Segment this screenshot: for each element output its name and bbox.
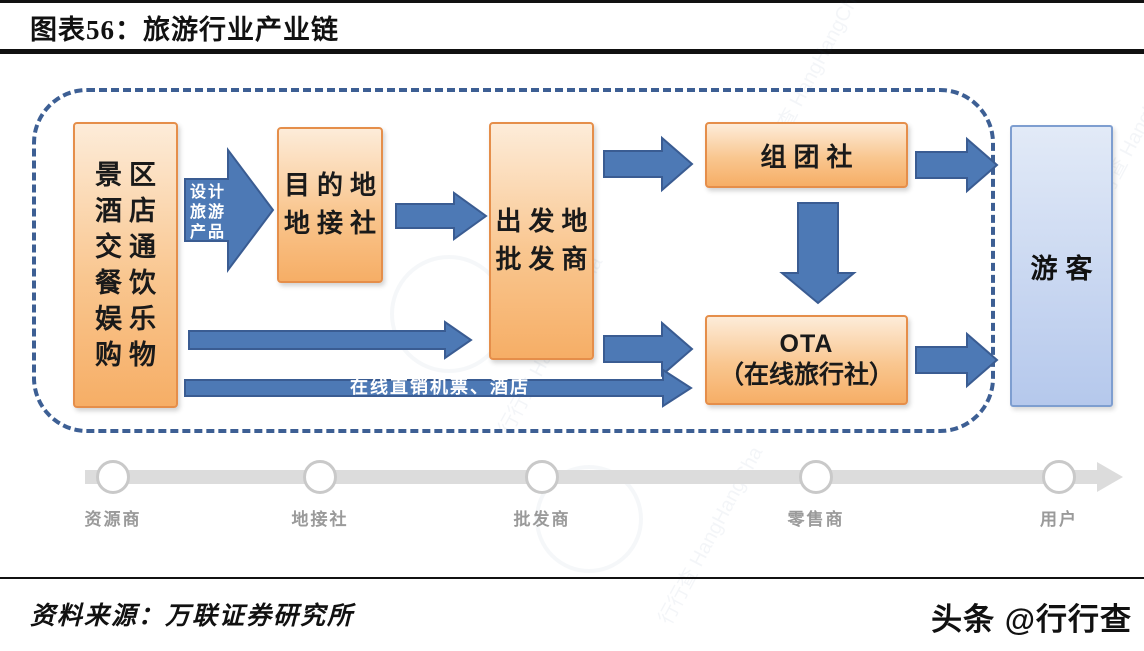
timeline-node-retailer xyxy=(799,460,833,494)
supplier-line: 购物 xyxy=(95,340,163,370)
title-underline-rule xyxy=(0,49,1144,54)
industry-chain-dashed-boundary xyxy=(32,88,995,433)
timeline-node-local-agency xyxy=(303,460,337,494)
destination-agency-box: 目的地 地接社 xyxy=(277,127,383,283)
wholesaler-line: 出发地 xyxy=(495,207,595,236)
group-tour-agency-box: 组团社 xyxy=(705,122,908,188)
source-note: 资料来源：万联证券研究所 xyxy=(30,603,355,630)
timeline-label-retailer: 零售商 xyxy=(787,510,845,529)
wholesaler-line: 批发商 xyxy=(495,245,595,274)
timeline-label-wholesaler: 批发商 xyxy=(513,510,571,529)
ota-box: OTA （在线旅行社） xyxy=(705,315,908,405)
destination-line: 地接社 xyxy=(283,209,383,238)
design-label-line: 设计 xyxy=(189,184,226,201)
supplier-line: 景区 xyxy=(95,160,163,190)
watermark-text: 行行查 HangHangCha xyxy=(654,443,768,629)
supplier-line: 娱乐 xyxy=(95,304,163,334)
bottom-rule xyxy=(0,577,1144,579)
design-product-arrow-label: 设计 旅游 产品 xyxy=(183,183,233,243)
timeline-arrowhead-icon xyxy=(1097,462,1123,492)
timeline-node-user xyxy=(1042,460,1076,494)
timeline-label-local-agency: 地接社 xyxy=(291,510,349,529)
supplier-line: 餐饮 xyxy=(95,268,163,298)
destination-line: 目的地 xyxy=(283,171,383,200)
ota-title: OTA xyxy=(779,330,834,358)
supplier-resources-box: 景区 酒店 交通 餐饮 娱乐 购物 xyxy=(73,122,178,408)
tourist-label: 游客 xyxy=(1030,253,1101,284)
design-label-line: 产品 xyxy=(189,224,226,241)
timeline-label-user: 用户 xyxy=(1040,510,1078,529)
online-direct-arrow-label: 在线直销机票、酒店 xyxy=(350,377,530,397)
brand-logo: 头条 @行行查 xyxy=(931,602,1132,637)
supplier-line: 交通 xyxy=(95,232,163,262)
group-label: 组团社 xyxy=(760,142,860,172)
timeline-label-resource: 资源商 xyxy=(84,510,142,529)
ota-subtitle: （在线旅行社） xyxy=(718,362,894,389)
departure-wholesaler-box: 出发地 批发商 xyxy=(489,122,594,360)
design-label-line: 旅游 xyxy=(189,204,226,221)
timeline-node-resource xyxy=(96,460,130,494)
timeline-node-wholesaler xyxy=(525,460,559,494)
figure-title: 图表56：旅游行业产业链 xyxy=(30,15,339,45)
supplier-line: 酒店 xyxy=(95,196,163,226)
tourist-box: 游客 xyxy=(1010,125,1113,407)
timeline-bar xyxy=(85,470,1097,484)
top-rule xyxy=(0,0,1144,3)
